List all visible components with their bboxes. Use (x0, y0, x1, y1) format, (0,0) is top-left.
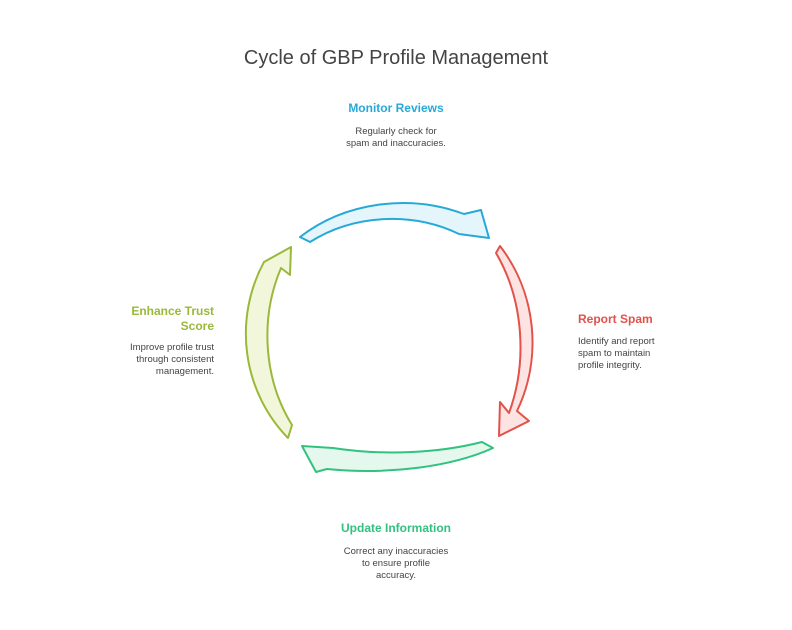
report-spam-arrow (495, 245, 534, 437)
enhance-trust-title: Enhance Trust Score (131, 304, 214, 333)
enhance-trust-arrow (244, 246, 293, 439)
update-information-arrow (301, 441, 494, 473)
report-spam-description: Identify and report spam to maintain pro… (578, 336, 655, 371)
monitor-reviews-title: Monitor Reviews (348, 101, 444, 115)
report-spam-title: Report Spam (578, 312, 653, 326)
diagram-title: Cycle of GBP Profile Management (243, 47, 549, 69)
monitor-reviews-arrow (299, 202, 490, 243)
update-information-description: Correct any inaccuracies to ensure profi… (343, 546, 449, 581)
enhance-trust-description: Improve profile trust through consistent… (130, 342, 214, 377)
update-information-title: Update Information (341, 521, 451, 535)
monitor-reviews-description: Regularly check for spam and inaccuracie… (346, 126, 446, 149)
